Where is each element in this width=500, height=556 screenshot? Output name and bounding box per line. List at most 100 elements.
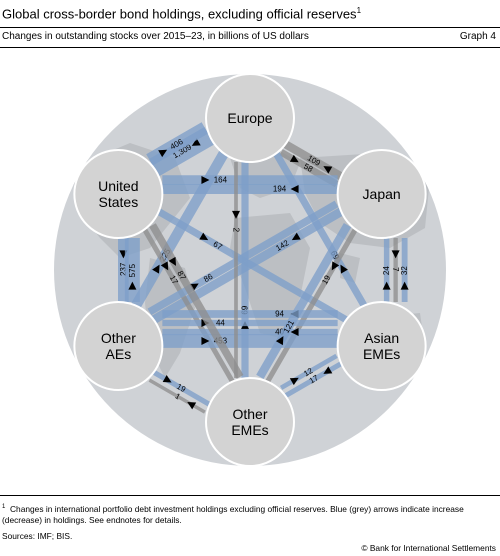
flow-band	[284, 361, 343, 398]
flow-value-label: 575	[128, 263, 137, 277]
node-jp: Japan	[336, 149, 427, 239]
flow-arrowhead	[160, 261, 169, 271]
node-circle	[336, 301, 427, 391]
flow-band	[283, 140, 344, 180]
graph-number: Graph 4	[459, 31, 496, 42]
flow-arrowhead	[152, 264, 160, 274]
flow-as-to-oa: 40	[162, 328, 338, 337]
flow-band	[146, 122, 209, 166]
flow-arrowhead	[400, 281, 409, 290]
flow-arrowhead	[391, 250, 400, 259]
flow-band	[148, 378, 206, 414]
flow-value-label: 44	[216, 319, 225, 328]
flow-value-label: 40	[275, 328, 284, 337]
node-circle	[73, 149, 164, 239]
flow-value-label: 32	[400, 266, 409, 275]
flow-jp-to-us: 194	[162, 184, 338, 194]
flow-band	[149, 223, 244, 379]
flow-band	[265, 228, 358, 383]
node-label: Japan	[363, 186, 401, 202]
flow-band	[279, 353, 338, 390]
flow-as-to-oe: 17	[284, 361, 343, 398]
flow-arrowhead	[323, 166, 333, 174]
flow-arrowhead	[158, 149, 168, 158]
flow-arrowhead	[290, 328, 299, 336]
flow-arrowhead	[323, 366, 333, 374]
copyright: © Bank for International Settlements	[361, 543, 496, 553]
node-circle	[205, 377, 295, 467]
flow-value-label: 194	[273, 185, 287, 194]
flow-us-to-jp: 164	[162, 175, 338, 185]
flow-arrowhead	[289, 377, 299, 386]
flow-value-label: 1	[174, 391, 183, 401]
flow-band	[142, 228, 235, 383]
footnote-text: Changes in international portfolio debt …	[2, 503, 464, 525]
flow-arrowhead	[289, 154, 299, 163]
sources: Sources: IMF; BIS.	[2, 531, 73, 541]
flow-arrowhead	[162, 375, 172, 383]
node-label-line: States	[99, 194, 139, 210]
flow-arrows: 1,30940610958225696919416467241973214223…	[118, 122, 409, 414]
node-label-line: United	[98, 178, 138, 194]
flow-band	[256, 222, 352, 380]
flow-arrowhead	[191, 138, 201, 146]
flow-arrowhead	[275, 336, 284, 346]
flow-oa-to-as: 453	[162, 334, 338, 348]
flow-oa-to-jp: 86	[147, 200, 339, 316]
flow-as-to-jp: 32	[400, 238, 409, 302]
flow-as-to-oa: 94	[162, 310, 338, 319]
flow-arrowhead	[168, 256, 177, 266]
flow-value-label: 164	[214, 176, 228, 185]
chart-subtitle: Changes in outstanding stocks over 2015–…	[2, 31, 309, 42]
flow-us-to-oe: 17	[142, 228, 235, 383]
flow-value-label: 7	[391, 267, 400, 272]
flow-us-to-oe: 87	[149, 223, 244, 379]
flow-value-label: 237	[119, 262, 128, 276]
chart-title-text: Global cross-border bond holdings, exclu…	[2, 6, 357, 22]
node-label-line: Europe	[227, 110, 272, 126]
flow-arrowhead	[199, 232, 209, 241]
flow-arrowhead	[201, 176, 210, 184]
flow-band	[148, 127, 215, 177]
flow-oa-to-oe: 19	[152, 370, 211, 407]
flow-arrowhead	[340, 264, 348, 274]
flow-eu-to-oe: 2	[232, 162, 241, 378]
header-rule	[0, 47, 500, 48]
flow-arrowhead	[187, 401, 197, 410]
footer-rule	[0, 495, 500, 496]
flow-jp-to-oe: 19	[265, 228, 358, 383]
node-label-line: Asian	[364, 330, 399, 346]
flow-value-label: 69	[241, 305, 250, 314]
flow-arrowhead	[382, 281, 391, 290]
node-label-line: AEs	[106, 346, 132, 362]
flow-oe-to-oa: 1	[148, 378, 206, 414]
flow-oe-to-as: 12	[279, 353, 338, 390]
flow-as-to-jp: 24	[382, 238, 391, 302]
flow-oa-to-us: 575	[124, 238, 140, 302]
node-label-line: Japan	[363, 186, 401, 202]
title-footnote-mark: 1	[356, 6, 362, 15]
flow-band	[147, 200, 339, 316]
flow-value-label: 2	[232, 228, 241, 233]
node-label: Europe	[227, 110, 272, 126]
node-label-line: EMEs	[363, 346, 400, 362]
node-circle	[205, 73, 295, 163]
footnote-mark: 1	[2, 504, 6, 510]
flow-arrowhead	[331, 261, 340, 271]
node-circle	[73, 301, 164, 391]
flow-value-label: 94	[275, 310, 284, 319]
flow-arrowhead	[189, 283, 199, 291]
flow-arrowhead	[201, 337, 210, 345]
flow-arrowhead	[232, 210, 240, 219]
chart-title: Global cross-border bond holdings, exclu…	[2, 6, 361, 21]
flow-diagram: 1,30940610958225696919416467241973214223…	[54, 73, 446, 467]
